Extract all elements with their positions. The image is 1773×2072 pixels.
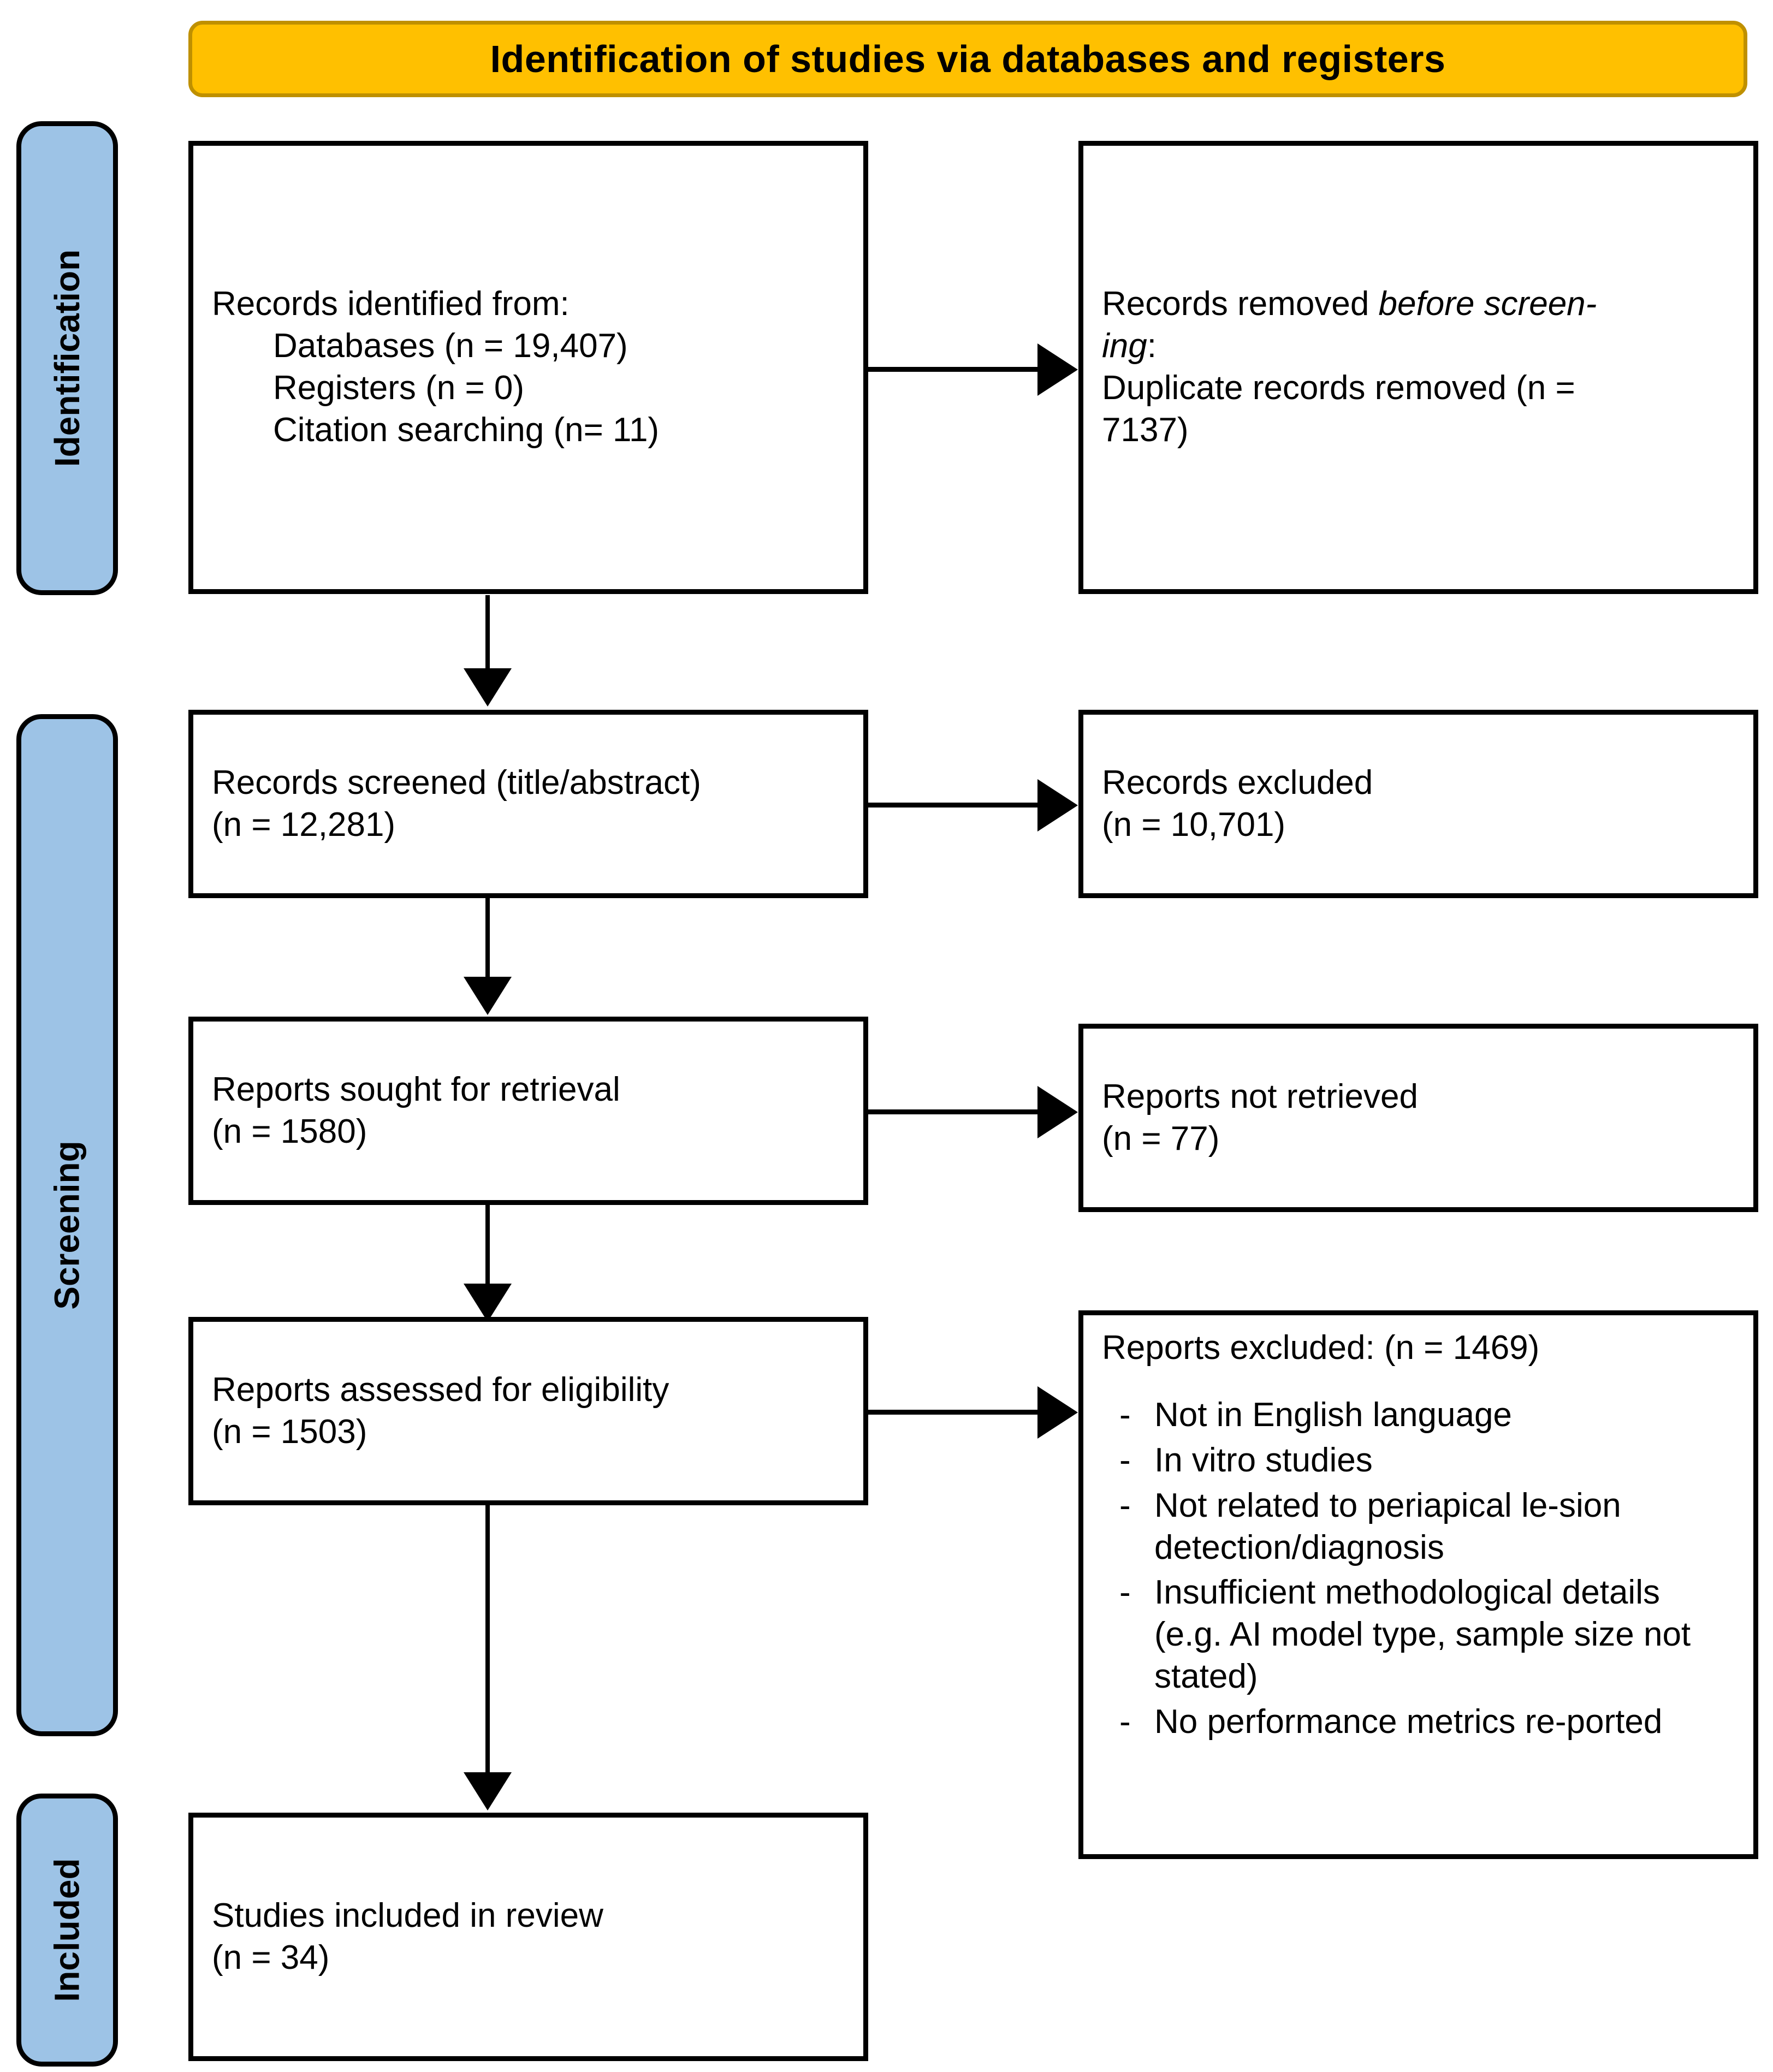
reports-sought-line2: (n = 1580): [212, 1112, 367, 1150]
stage-label-included-text: Included: [48, 1858, 87, 2002]
connector-assessed-to-included-line: [485, 1505, 490, 1776]
reports-excluded-reason: No performance metrics re-ported: [1102, 1701, 1735, 1743]
stage-label-identification: Identification: [16, 121, 118, 595]
connector-sought-to-assessed-arrowhead: [464, 1284, 512, 1322]
box-reports-not-retrieved: Reports not retrieved (n = 77): [1078, 1024, 1758, 1212]
records-identified-title: Records identified from:: [212, 285, 570, 323]
stage-label-identification-text: Identification: [48, 249, 87, 467]
connector-assessed-to-included-arrowhead: [464, 1772, 512, 1810]
box-records-removed-before-screening: Records removed before screen- ing: Dupl…: [1078, 141, 1758, 594]
reports-not-retrieved-line1: Reports not retrieved: [1102, 1077, 1418, 1115]
reports-excluded-heading: Reports excluded: (n = 1469): [1102, 1329, 1540, 1367]
reports-sought-line1: Reports sought for retrieval: [212, 1070, 620, 1108]
connector-screened-to-excluded-line: [868, 803, 1043, 808]
connector-assessed-to-reports-excluded-line: [868, 1410, 1043, 1415]
connector-screened-to-sought-line: [485, 898, 490, 980]
reports-assessed-line2: (n = 1503): [212, 1412, 367, 1451]
connector-identified-to-screened-arrowhead: [464, 668, 512, 707]
connector-identified-to-removed-line: [868, 367, 1043, 372]
records-identified-item-databases: Databases (n = 19,407): [273, 327, 628, 365]
records-screened-line1: Records screened (title/abstract): [212, 763, 701, 802]
box-reports-excluded-reasons: Reports excluded: (n = 1469) Not in Engl…: [1078, 1310, 1758, 1859]
records-removed-line1-italic: before screen-: [1378, 285, 1597, 323]
reports-excluded-reason: Insufficient methodological details (e.g…: [1102, 1572, 1735, 1698]
connector-screened-to-excluded-arrowhead: [1037, 779, 1078, 832]
records-identified-item-citation: Citation searching (n= 11): [273, 411, 660, 449]
connector-sought-to-assessed-line: [485, 1205, 490, 1287]
records-removed-line1: Records removed before screen-: [1102, 283, 1735, 325]
box-records-identified: Records identified from: Databases (n = …: [188, 141, 868, 594]
records-removed-line4: 7137): [1102, 411, 1189, 449]
reports-assessed-line1: Reports assessed for eligibility: [212, 1370, 669, 1409]
reports-not-retrieved-line2: (n = 77): [1102, 1119, 1220, 1157]
reports-excluded-reason: In vitro studies: [1102, 1440, 1735, 1482]
records-screened-line2: (n = 12,281): [212, 805, 396, 844]
connector-sought-to-not-retrieved-arrowhead: [1037, 1086, 1078, 1138]
records-removed-line2-italic: ing: [1102, 327, 1147, 365]
box-reports-sought: Reports sought for retrieval (n = 1580): [188, 1017, 868, 1205]
stage-label-screening-text: Screening: [48, 1141, 87, 1310]
records-removed-line2: ing:: [1102, 325, 1735, 367]
connector-identified-to-screened-line: [485, 595, 490, 672]
stage-label-screening: Screening: [16, 714, 118, 1736]
records-identified-item-registers: Registers (n = 0): [273, 369, 525, 407]
studies-included-line2: (n = 34): [212, 1938, 330, 1976]
records-excluded-line1: Records excluded: [1102, 763, 1373, 802]
reports-excluded-reason: Not related to periapical le-sion detect…: [1102, 1485, 1735, 1569]
records-removed-line2-plain: :: [1147, 327, 1157, 365]
reports-excluded-reason: Not in English language: [1102, 1394, 1735, 1436]
connector-screened-to-sought-arrowhead: [464, 977, 512, 1015]
stage-label-included: Included: [16, 1794, 118, 2067]
reports-excluded-reason-list: Not in English language In vitro studies…: [1102, 1391, 1735, 1743]
records-removed-line1-plain: Records removed: [1102, 285, 1379, 323]
box-reports-assessed: Reports assessed for eligibility (n = 15…: [188, 1317, 868, 1505]
connector-identified-to-removed-arrowhead: [1037, 343, 1078, 396]
reports-excluded-spacer: [1102, 1369, 1735, 1391]
studies-included-line1: Studies included in review: [212, 1896, 603, 1934]
connector-assessed-to-reports-excluded-arrowhead: [1037, 1386, 1078, 1439]
records-excluded-line2: (n = 10,701): [1102, 805, 1286, 844]
box-studies-included: Studies included in review (n = 34): [188, 1813, 868, 2061]
connector-sought-to-not-retrieved-line: [868, 1109, 1043, 1114]
diagram-title-banner: Identification of studies via databases …: [188, 21, 1747, 97]
box-records-excluded: Records excluded (n = 10,701): [1078, 710, 1758, 898]
records-removed-line3: Duplicate records removed (n =: [1102, 369, 1575, 407]
box-records-screened: Records screened (title/abstract) (n = 1…: [188, 710, 868, 898]
diagram-title: Identification of studies via databases …: [490, 38, 1446, 80]
